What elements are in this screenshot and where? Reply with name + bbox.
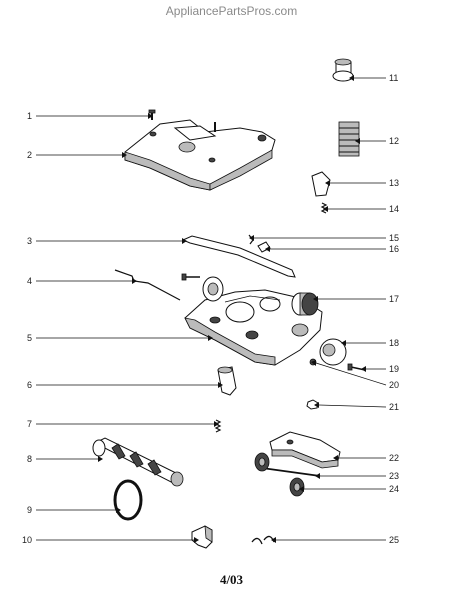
- part-24-wheel-front: [254, 452, 305, 497]
- part-21-nut: [306, 399, 319, 410]
- part-6-fitting: [217, 366, 237, 396]
- part-10-bracket: [191, 525, 213, 549]
- callout-11: 11: [389, 73, 398, 83]
- callout-1: 1: [27, 111, 32, 121]
- part-18-wheel-cap: [319, 338, 347, 366]
- part-7-spring: [214, 419, 222, 433]
- part-9-belt: [113, 479, 143, 521]
- leader-lines: [36, 77, 387, 541]
- callout-8: 8: [27, 454, 32, 464]
- callout-20: 20: [389, 380, 399, 390]
- footer-date: 4/03: [219, 572, 244, 587]
- part-screw-small: [181, 273, 200, 281]
- part-5-base: [184, 289, 323, 366]
- callout-24: 24: [389, 484, 399, 494]
- callout-19: 19: [389, 364, 399, 374]
- part-14-spring: [320, 202, 328, 214]
- callout-18: 18: [389, 338, 399, 348]
- callout-17: 17: [389, 294, 399, 304]
- part-2-hood: [124, 119, 276, 191]
- callout-5: 5: [27, 333, 32, 343]
- callout-9: 9: [27, 505, 32, 515]
- callout-2: 2: [27, 150, 32, 160]
- part-8-brushroll: [92, 437, 184, 487]
- callout-21: 21: [389, 402, 399, 412]
- watermark: AppliancePartsPros.com: [165, 4, 298, 18]
- part-4-wire-rod: [114, 269, 181, 301]
- callout-14: 14: [389, 204, 399, 214]
- part-17-roller: [291, 292, 319, 316]
- callout-25: 25: [389, 535, 399, 545]
- part-25-clips: [251, 535, 275, 545]
- leader-arrowheads: [98, 75, 366, 543]
- part-13-pedal: [311, 171, 331, 197]
- callout-4: 4: [27, 276, 32, 286]
- callout-3: 3: [27, 236, 32, 246]
- callout-13: 13: [389, 178, 399, 188]
- part-wheel-rear: [202, 276, 224, 302]
- part-22-carriage: [269, 431, 341, 469]
- callout-7: 7: [27, 419, 32, 429]
- callout-15: 15: [389, 233, 399, 243]
- callout-23: 23: [389, 471, 399, 481]
- callout-16: 16: [389, 244, 399, 254]
- callout-10: 10: [22, 535, 32, 545]
- callout-labels: 1 2 3 4 5 6 7 8 9 10 11 12 13 14 15 16 1…: [22, 73, 399, 545]
- part-23-axle: [261, 467, 321, 477]
- part-12-coil: [338, 121, 360, 157]
- callout-22: 22: [389, 453, 399, 463]
- part-3-bumper-bar: [181, 235, 296, 278]
- callout-6: 6: [27, 380, 32, 390]
- callout-12: 12: [389, 136, 399, 146]
